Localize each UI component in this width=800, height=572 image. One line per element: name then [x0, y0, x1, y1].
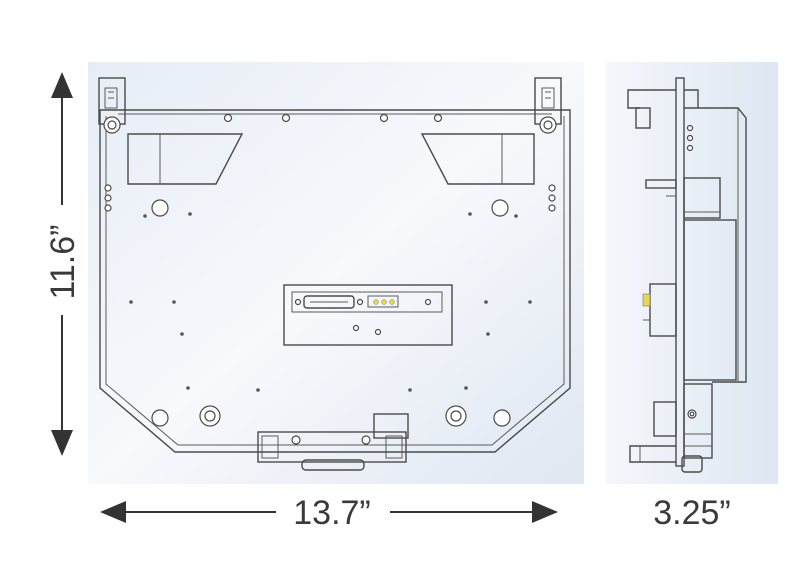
width-label: 13.7”: [293, 494, 371, 532]
side-top-hook: [627, 89, 699, 129]
bottom-latch-handle: [257, 413, 409, 471]
depth-dimension: 3.25”: [653, 494, 731, 532]
height-arrow-head-bottom: [51, 430, 73, 456]
side-pin: [645, 179, 677, 197]
scattered-rivets: [129, 212, 532, 392]
side-housing: [683, 107, 747, 383]
side-view: [606, 62, 778, 484]
left-latch-post: [98, 77, 126, 134]
side-connector: [642, 283, 677, 337]
lower-mounting-holes: [151, 405, 511, 427]
top-screw-holes: [223, 113, 443, 123]
left-window: [127, 133, 244, 185]
right-side-holes: [548, 184, 556, 212]
front-plate-inner-edge: [105, 116, 565, 446]
side-bottom-latch: [629, 383, 713, 473]
status-leds: [367, 295, 432, 308]
width-arrow-head-left: [100, 501, 126, 523]
side-view-backdrop: [606, 62, 778, 484]
db-connector: [294, 295, 364, 309]
width-dimension: 13.7”: [100, 490, 558, 534]
height-arrow-head-top: [51, 72, 73, 98]
front-plate-outline: [99, 109, 571, 453]
right-latch-post: [534, 77, 562, 134]
left-side-holes: [104, 184, 112, 212]
height-dimension: 11.6”: [40, 72, 84, 456]
height-label: 11.6”: [44, 225, 82, 300]
front-view: [88, 62, 584, 484]
depth-label: 3.25”: [653, 494, 731, 532]
connector-panel: [283, 284, 453, 346]
side-holes: [686, 124, 694, 152]
width-arrow-head-right: [532, 501, 558, 523]
upper-mounting-holes: [151, 199, 509, 217]
right-window: [420, 133, 535, 185]
